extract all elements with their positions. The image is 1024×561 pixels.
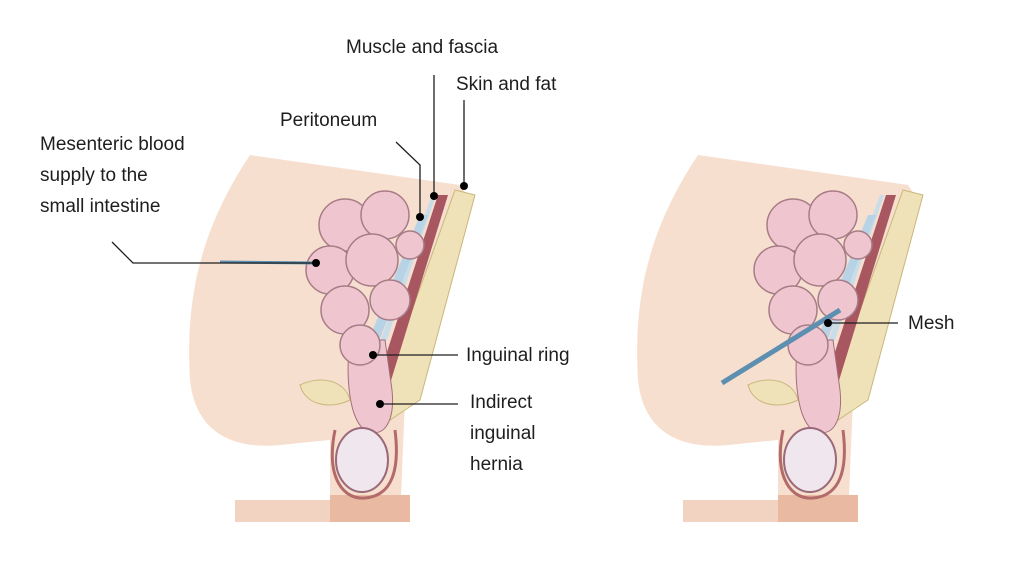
label-peritoneum: Peritoneum xyxy=(280,110,378,131)
label-indirect-hernia: Indirect inguinal hernia xyxy=(470,387,670,480)
label-skin-fat: Skin and fat xyxy=(456,74,557,95)
label-line: inguinal xyxy=(470,423,536,444)
label-line: Indirect xyxy=(470,392,533,413)
label-muscle-fascia: Muscle and fascia xyxy=(346,37,499,58)
label-mesenteric: Mesenteric blood supply to the small int… xyxy=(40,129,240,222)
label-line: Mesenteric blood xyxy=(40,134,185,155)
leader-dots xyxy=(312,182,832,408)
label-mesh: Mesh xyxy=(908,313,955,334)
label-line: hernia xyxy=(470,454,523,475)
label-line: supply to the xyxy=(40,165,148,186)
label-inguinal-ring: Inguinal ring xyxy=(466,345,570,366)
mesh-graft xyxy=(720,307,842,386)
leader-lines xyxy=(111,75,898,405)
label-line: small intestine xyxy=(40,196,161,217)
